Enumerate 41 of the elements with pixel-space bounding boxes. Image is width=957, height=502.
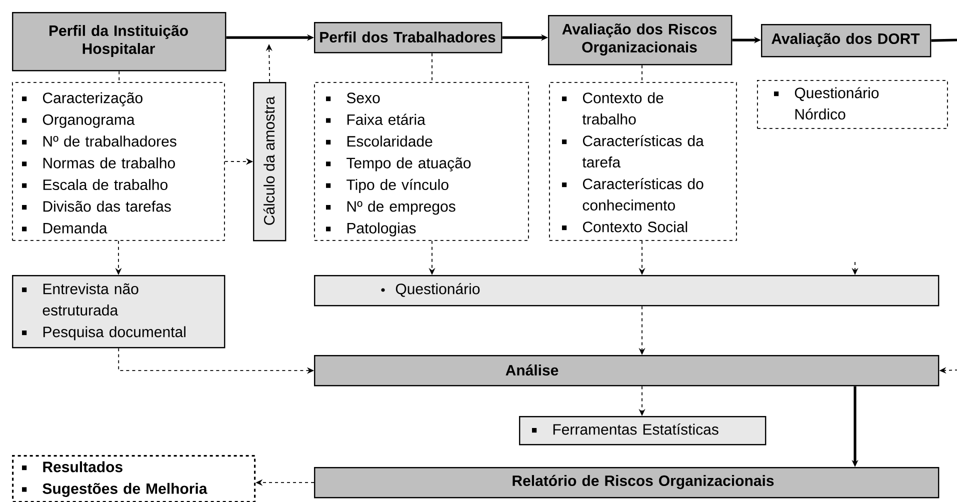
list-item: Patologias xyxy=(326,222,416,236)
list-item: Sexo xyxy=(326,92,380,104)
bullet-list-box xyxy=(314,82,529,241)
process-box: Análise xyxy=(314,354,940,386)
list-item: Divisão das tarefas xyxy=(22,200,171,212)
list-item: Pesquisa documental xyxy=(22,326,186,340)
process-box: Perfil dos Trabalhadores xyxy=(314,22,502,54)
rotated-label-box: Cálculo da amostra xyxy=(253,82,286,242)
list-item: Características do conhecimento xyxy=(562,178,704,211)
bullet-list-box xyxy=(12,82,225,241)
list-item: Entrevista não estruturada xyxy=(22,283,138,316)
connector-line xyxy=(118,70,120,82)
list-item: Nº de empregos xyxy=(326,200,456,215)
bullet-list-box xyxy=(12,275,226,348)
list-item: Escolaridade xyxy=(326,136,432,147)
list-item: Contexto Social xyxy=(562,221,688,232)
bullet-list-box xyxy=(519,416,766,446)
process-box: Perfil da Instituição Hospitalar xyxy=(12,12,226,72)
list-item: Contexto de trabalho xyxy=(562,92,664,125)
list-item: Tipo de vínculo xyxy=(326,178,448,193)
list-item: Normas de trabalho xyxy=(22,157,175,168)
list-item: Ferramentas Estatísticas xyxy=(532,424,718,435)
list-item: Faixa etária xyxy=(326,114,426,125)
list-item: Características da tarefa xyxy=(562,135,704,168)
process-box: Avaliação dos DORT xyxy=(761,24,932,58)
list-item: Demanda xyxy=(22,222,108,234)
list-item: Questionário Nórdico xyxy=(774,87,879,120)
list-item: Organograma xyxy=(22,114,135,128)
connector-line xyxy=(931,38,957,42)
process-box: Avaliação dos Riscos Organizacionais xyxy=(548,15,732,66)
process-box: Relatório de Riscos Organizacionais xyxy=(314,466,940,498)
bullet-list-box xyxy=(757,80,948,129)
bullet-list-box xyxy=(549,82,737,241)
list-item: Tempo de atuação xyxy=(326,157,471,172)
list-item: Resultados xyxy=(22,461,122,472)
list-item: Escala de trabalho xyxy=(22,179,168,190)
list-item: Nº de trabalhadores xyxy=(22,136,176,147)
list-item: Sugestões de Melhoria xyxy=(22,482,208,497)
process-box: Questionário xyxy=(314,275,940,306)
list-item: Caracterização xyxy=(22,92,142,106)
bullet-list-box xyxy=(12,455,256,502)
